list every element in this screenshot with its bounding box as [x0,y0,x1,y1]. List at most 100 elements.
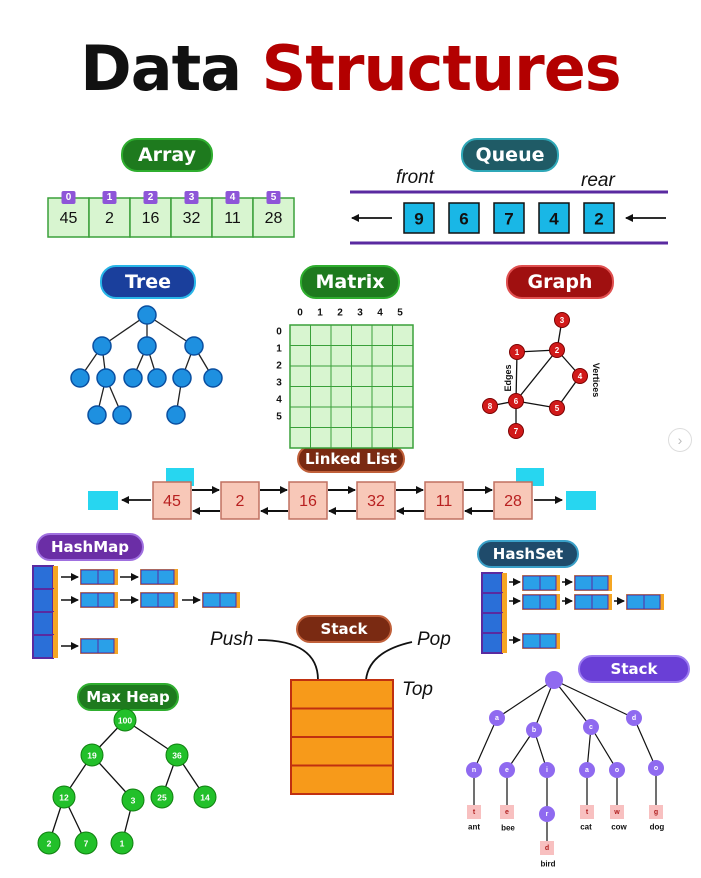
graph-vertex [509,344,525,360]
trie-node [539,762,555,778]
trie-edge [553,679,635,719]
queue-value: 7 [504,210,513,229]
trie-word: bee [501,824,515,833]
next-slide-button[interactable]: › [668,428,692,452]
array-value: 32 [183,210,201,227]
array-index-badge [61,191,76,204]
trie-word: bird [540,860,555,869]
graph-vertex [482,398,498,414]
graph-vertices-label: Vertices [591,363,601,398]
trie-node-label: n [472,767,476,774]
stack-label: Stack [296,615,392,643]
trie-node-label: b [532,727,536,734]
heap-node-label: 7 [84,839,89,849]
heap-node [193,785,217,809]
matrix-col-label: 4 [377,308,383,319]
hashmap-entry-key [80,592,99,608]
hashset-bucket [481,612,503,634]
trie-node-label: o [654,765,658,772]
trie-leaf [540,841,554,855]
trie-node [648,760,664,776]
hashmap-entry-val [97,592,115,608]
trie-leaf-label: t [473,809,476,816]
heap-node-label: 19 [87,751,97,761]
heap-node-label: 1 [120,839,125,849]
graph-vertex [549,342,565,358]
array-value: 28 [265,210,283,227]
array-label: Array [121,138,213,172]
hashmap-bucket-tag [53,612,58,635]
graph-vertex-label: 4 [578,372,583,381]
matrix-row-label: 0 [276,327,282,338]
stack-frame [290,707,394,738]
tree-node [172,368,192,388]
ll-value: 45 [163,493,181,510]
trie-edge [496,679,555,719]
trie-node [489,710,505,726]
array-value: 16 [142,210,160,227]
trie-leaf-label: g [654,809,658,816]
tree-node [137,305,157,325]
trie-node-label: i [546,767,548,774]
trie-node-label: d [632,715,636,722]
graph-edge [515,349,558,402]
hashmap-entry-key [140,592,159,608]
graph-vertex [549,400,565,416]
heap-node-label: 25 [157,793,167,803]
graph-vertex-label: 6 [514,397,519,406]
trie-leaf [500,805,514,819]
queue-cell [583,202,615,234]
matrix-row-label: 2 [276,361,282,372]
stack-frame [290,679,394,710]
matrix-row-label: 4 [276,395,282,406]
matrix-col-label: 0 [297,308,303,319]
page-title: Data Structures [80,32,621,105]
stack-diagram [257,639,413,795]
hashset-entry-val [539,575,557,591]
trie-node-label: c [589,724,593,731]
hashset-entry-key [574,575,593,591]
graph-vertex-label: 5 [555,404,560,413]
tree-node [92,336,112,356]
tree-node [166,405,186,425]
tree-node [70,368,90,388]
trie-node-label: a [585,767,589,774]
hashset-bucket-tag [502,633,507,653]
hashmap-entry-key [140,569,159,585]
queue-front-label: front [396,167,435,188]
hashset-entry-key [522,594,541,610]
array-value: 2 [105,210,114,227]
trie-leaf [649,805,663,819]
hashmap-bucket-tag [53,589,58,612]
trie-leaf-label: d [545,845,549,852]
ll-node [424,481,464,520]
ll-value: 2 [236,493,245,510]
heap-node [110,831,134,855]
trie-word: cat [580,823,592,832]
hashmap-entry-key [80,569,99,585]
stack-pop-curve [365,641,413,681]
ll-node [220,481,260,520]
tree-node [96,368,116,388]
heap-node [52,785,76,809]
tree-node [112,405,132,425]
matrix-label: Matrix [300,265,400,299]
hashmap-entry-val [157,592,175,608]
trie-word: cow [611,823,627,832]
trie-leaf [580,805,594,819]
ll-node [288,481,328,520]
hashset-bucket-tag [502,613,507,633]
stack-pop-label: Pop [417,629,451,650]
array-index-badge [102,191,117,204]
hashmap-entry-key [202,592,221,608]
ll-null-tail [566,491,596,510]
stack-push-label: Push [210,629,254,650]
hashset-entry-val [643,594,661,610]
ll-null-head [88,491,118,510]
hashset-diagram [481,572,664,654]
hashset-entry-key [522,575,541,591]
matrix-row-label: 5 [276,412,282,423]
array-index: 3 [189,192,195,203]
